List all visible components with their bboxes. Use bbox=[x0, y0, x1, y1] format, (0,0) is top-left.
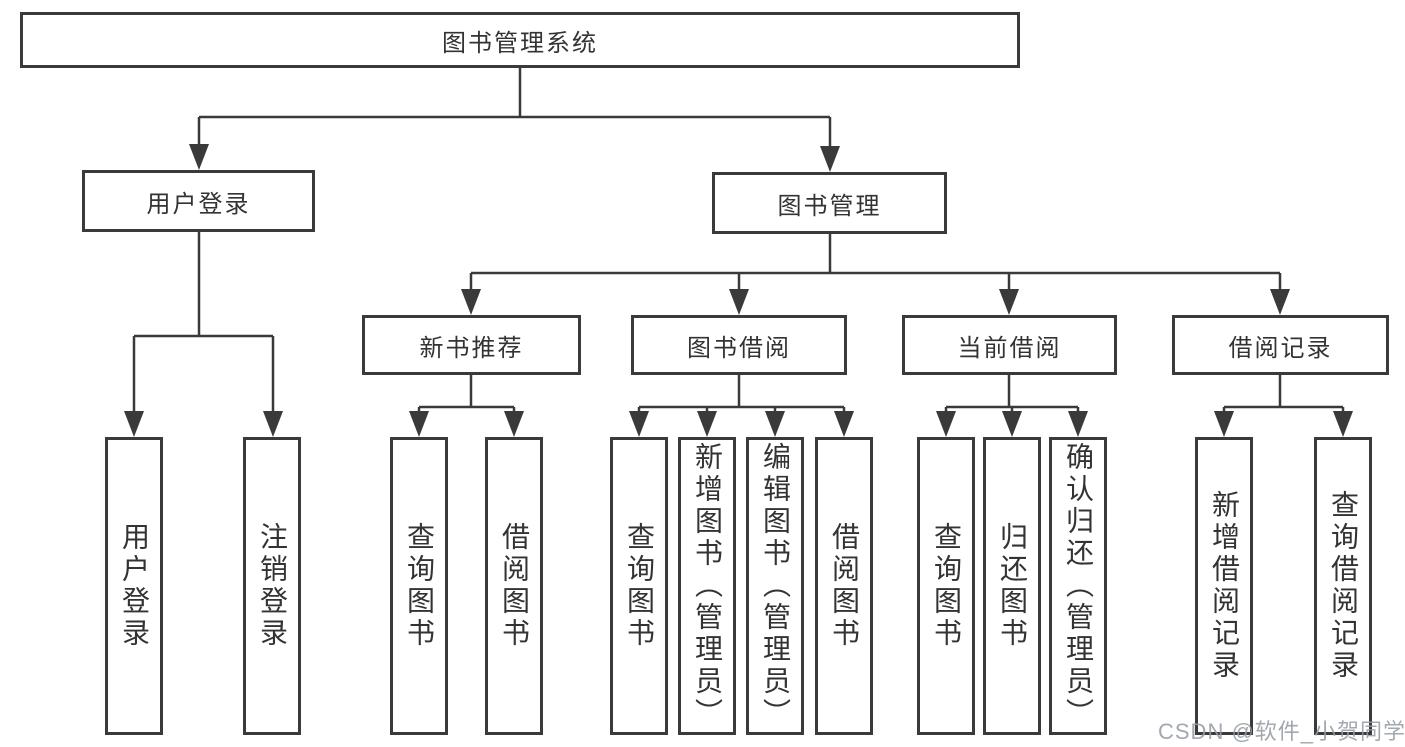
connector-new-books-branch bbox=[417, 375, 516, 427]
node-root: 图书管理系统 bbox=[20, 12, 1020, 68]
leaf-records-query-label: 查询借阅记录 bbox=[1328, 490, 1359, 682]
arrowhead bbox=[189, 144, 209, 170]
node-new-books: 新书推荐 bbox=[362, 315, 581, 375]
leaf-user-login-label: 用户登录 bbox=[119, 522, 150, 650]
node-borrowing-label: 图书借阅 bbox=[687, 334, 791, 362]
leaf-newbooks-borrow-label: 借阅图书 bbox=[499, 522, 530, 650]
csdn-watermark: CSDN @软件_小贺同学 bbox=[1158, 719, 1405, 744]
leaf-newbooks-query: 查询图书 bbox=[390, 437, 448, 735]
leaf-borrowing-query: 查询图书 bbox=[610, 437, 668, 735]
arrowhead bbox=[834, 411, 854, 437]
node-book-mgmt-label: 图书管理 bbox=[777, 192, 882, 220]
leaf-records-add: 新增借阅记录 bbox=[1195, 437, 1253, 735]
leaf-borrowing-edit-label: 编辑图书（管理员） bbox=[760, 442, 791, 730]
arrowhead bbox=[1214, 411, 1234, 437]
node-user-login: 用户登录 bbox=[82, 170, 315, 232]
leaf-newbooks-borrow: 借阅图书 bbox=[485, 437, 543, 735]
node-current-borrow: 当前借阅 bbox=[902, 315, 1117, 375]
arrowhead bbox=[999, 289, 1019, 315]
arrowheads bbox=[124, 144, 1353, 437]
arrowhead bbox=[263, 411, 283, 437]
leaf-borrowing-query-label: 查询图书 bbox=[624, 522, 655, 650]
arrowhead bbox=[1333, 411, 1353, 437]
leaf-user-login: 用户登录 bbox=[105, 437, 163, 735]
leaf-records-add-label: 新增借阅记录 bbox=[1209, 490, 1240, 682]
leaf-borrowing-borrow: 借阅图书 bbox=[815, 437, 873, 735]
connector-user-login-branch bbox=[132, 232, 275, 427]
leaf-logout-label: 注销登录 bbox=[257, 522, 288, 650]
node-current-borrow-label: 当前借阅 bbox=[957, 334, 1062, 362]
leaf-newbooks-query-label: 查询图书 bbox=[404, 522, 435, 650]
arrowhead bbox=[1068, 411, 1088, 437]
node-borrow-records: 借阅记录 bbox=[1172, 315, 1389, 375]
leaf-current-return-label: 归还图书 bbox=[997, 522, 1028, 650]
arrowhead bbox=[820, 146, 840, 172]
leaf-current-query-label: 查询图书 bbox=[931, 522, 962, 650]
connector-records-branch bbox=[1222, 375, 1345, 427]
arrowhead bbox=[124, 411, 144, 437]
arrowhead bbox=[504, 411, 524, 437]
leaf-borrowing-add: 新增图书（管理员） bbox=[678, 437, 736, 735]
node-borrow-records-label: 借阅记录 bbox=[1228, 334, 1333, 362]
leaf-current-return: 归还图书 bbox=[983, 437, 1041, 735]
leaf-borrowing-edit: 编辑图书（管理员） bbox=[746, 437, 804, 735]
leaf-records-query: 查询借阅记录 bbox=[1314, 437, 1372, 735]
node-root-label: 图书管理系统 bbox=[442, 29, 598, 57]
arrowhead bbox=[461, 289, 481, 315]
arrowhead bbox=[629, 411, 649, 437]
arrowhead bbox=[409, 411, 429, 437]
arrowhead bbox=[765, 411, 785, 437]
leaf-current-confirm-label: 确认归还（管理员） bbox=[1063, 442, 1094, 730]
arrowhead bbox=[1270, 289, 1290, 315]
leaf-current-confirm: 确认归还（管理员） bbox=[1049, 437, 1107, 735]
leaf-borrowing-add-label: 新增图书（管理员） bbox=[692, 442, 723, 730]
arrowhead bbox=[936, 411, 956, 437]
node-book-mgmt: 图书管理 bbox=[712, 172, 947, 234]
leaf-current-query: 查询图书 bbox=[917, 437, 975, 735]
node-borrowing: 图书借阅 bbox=[631, 315, 847, 375]
node-user-login-label: 用户登录 bbox=[146, 190, 251, 218]
connector-root-branch bbox=[197, 68, 832, 162]
leaf-logout: 注销登录 bbox=[243, 437, 301, 735]
arrowhead bbox=[1002, 411, 1022, 437]
leaf-borrowing-borrow-label: 借阅图书 bbox=[829, 522, 860, 650]
node-new-books-label: 新书推荐 bbox=[419, 334, 524, 362]
arrowhead bbox=[729, 289, 749, 315]
arrowhead bbox=[697, 411, 717, 437]
connector-borrowing-branch bbox=[637, 375, 846, 427]
connector-book-mgmt-branch bbox=[469, 234, 1282, 305]
